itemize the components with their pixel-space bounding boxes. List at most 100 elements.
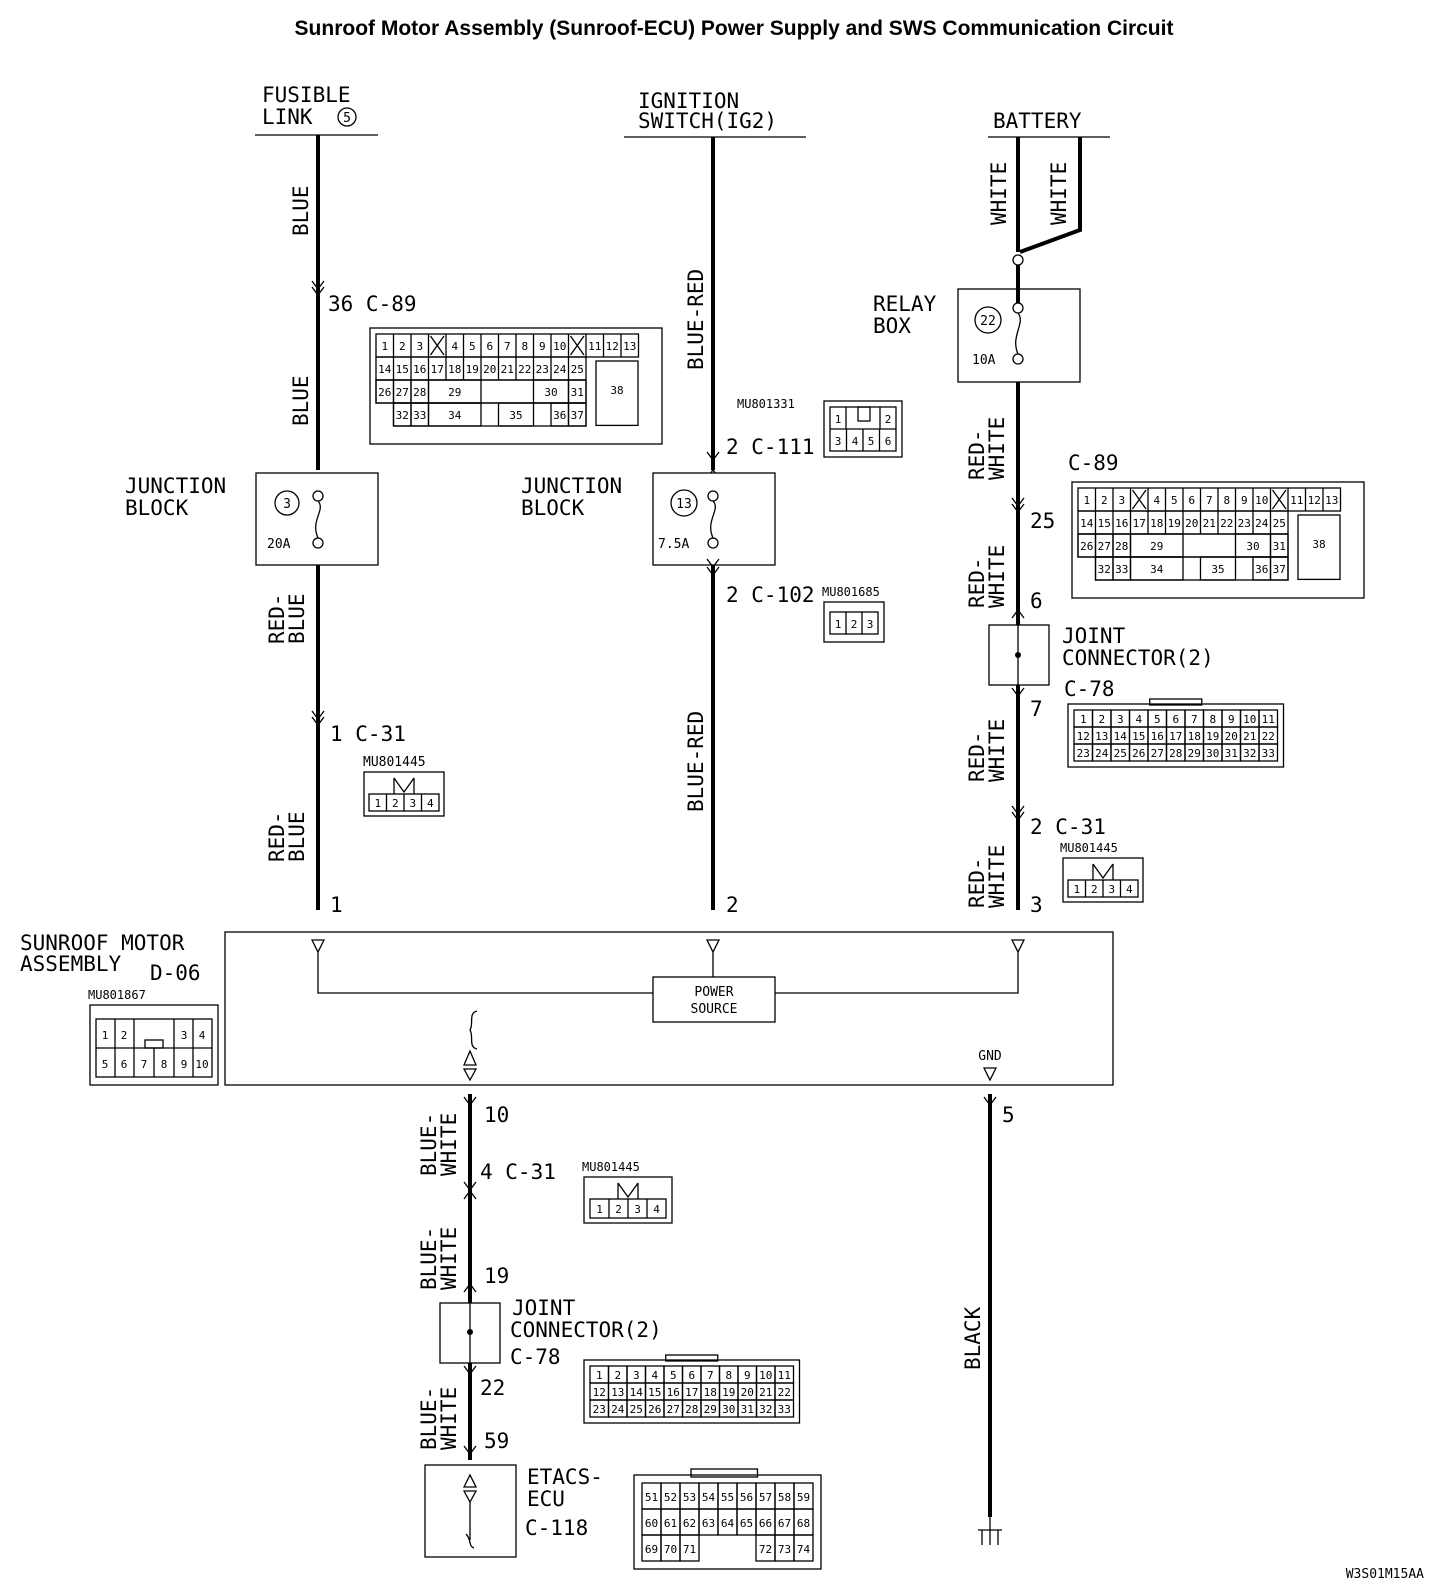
connector-pin-label: 58 — [778, 1491, 791, 1504]
wire-label-blue-white-1b: WHITE — [437, 1113, 461, 1176]
connector-pin-label: 15 — [396, 363, 409, 376]
connector-pin-label: 22 — [518, 363, 531, 376]
joint-connector-2-label: JOINT — [512, 1296, 576, 1320]
fuse-element — [315, 500, 321, 539]
connector-pin-label: 74 — [797, 1543, 811, 1556]
wire-label-red-white-3a: RED- — [965, 731, 989, 782]
svg-text:1: 1 — [374, 797, 381, 810]
joint-connector-2-label-2: CONNECTOR(2) — [510, 1318, 662, 1342]
connector-pin-label: 27 — [396, 386, 409, 399]
connector-pin-label: 31 — [1273, 540, 1286, 553]
connector-pin-label: 33 — [778, 1403, 791, 1416]
wire-label-blue-red-2: BLUE-RED — [684, 711, 708, 812]
connector-pin-label: 22 — [778, 1386, 791, 1399]
connector-pin-label: 61 — [664, 1517, 677, 1530]
svg-text:6: 6 — [121, 1058, 128, 1071]
connector-pin-label: 2 — [399, 340, 406, 353]
connector-pin-label: 54 — [702, 1491, 716, 1504]
connector-pin-label: 11 — [588, 340, 601, 353]
connector-pin-label: 13 — [1325, 494, 1338, 507]
connector-pin-label: 10 — [1243, 713, 1256, 726]
connector-pin-label: 19 — [1168, 517, 1181, 530]
svg-text:3: 3 — [867, 618, 874, 631]
connector-pin-label: 4 — [1153, 494, 1160, 507]
connector-pin-label: 71 — [683, 1543, 696, 1556]
part-number-mu801867: MU801867 — [88, 988, 146, 1002]
connector-pin-label: 29 — [1150, 540, 1163, 553]
svg-text:9: 9 — [181, 1058, 188, 1071]
connector-pin-label: 18 — [1150, 517, 1163, 530]
wire-label-blue-white-2b: WHITE — [437, 1227, 461, 1290]
connector-pin-label: 31 — [571, 386, 584, 399]
connector-c111: 1 2 3 4 5 6 — [823, 400, 903, 458]
connector-pin-label: 7 — [504, 340, 511, 353]
part-number-mu801445-a: MU801445 — [363, 755, 426, 770]
wire-label-blue-red-1: BLUE-RED — [684, 269, 708, 370]
connector-pin-label: 12 — [1308, 494, 1321, 507]
connector-pin-label: 20 — [741, 1386, 754, 1399]
connector-pin-label: 1 — [381, 340, 388, 353]
junction-block-1-rating: 20A — [267, 537, 291, 552]
svg-text:4: 4 — [852, 435, 859, 448]
connector-pin-label: 16 — [1115, 517, 1128, 530]
sunroof-motor-label-2: ASSEMBLY — [20, 952, 122, 976]
fuse-terminal — [707, 537, 719, 549]
connector-pin-label: 6 — [486, 340, 493, 353]
connector-pin-label: 30 — [722, 1403, 735, 1416]
connector-pin-label: 33 — [1115, 563, 1128, 576]
connector-pin-label: 31 — [1225, 747, 1238, 760]
ignition-switch-label: IGNITION — [638, 89, 739, 113]
connector-pin-label: 70 — [664, 1543, 677, 1556]
connector-pin-label: 17 — [431, 363, 444, 376]
svg-text:3: 3 — [181, 1029, 188, 1042]
connector-pin-label: 16 — [667, 1386, 680, 1399]
fuse-terminal — [312, 490, 324, 502]
pin-label-c89-36: 36 C-89 — [328, 292, 417, 316]
joint-connector-1-label-2: CONNECTOR(2) — [1062, 646, 1214, 670]
wire-label-red-white-2b: WHITE — [985, 545, 1009, 608]
connector-pin-label: 28 — [685, 1403, 698, 1416]
connector-pin-label: 25 — [1273, 517, 1286, 530]
svg-text:2: 2 — [885, 413, 892, 426]
connector-pin-label: 32 — [759, 1403, 772, 1416]
junction-block-2-label: JUNCTION — [521, 474, 622, 498]
comm-arrow-up — [463, 1049, 477, 1066]
joint-connector-1-label: JOINT — [1062, 624, 1126, 648]
junction-block-2-fuse-circle — [670, 489, 698, 517]
svg-text:2: 2 — [851, 618, 858, 631]
connector-pin-label: 32 — [1098, 563, 1111, 576]
connector-pin-label: 56 — [740, 1491, 753, 1504]
connector-pin-label: 36 — [1255, 563, 1268, 576]
connector-arrow-up — [1011, 608, 1025, 619]
joint-connector-2-conn: C-78 — [510, 1345, 561, 1369]
svg-text:6: 6 — [885, 435, 892, 448]
connector-pin-label: 17 — [685, 1386, 698, 1399]
connector-pin-label: 25 — [571, 363, 584, 376]
connector-pin-label: 28 — [413, 386, 426, 399]
connector-pin-label: 73 — [778, 1543, 791, 1556]
fuse-terminal — [1012, 353, 1024, 365]
connector-pin-label: 16 — [413, 363, 426, 376]
pin-label-c31-1: 1 C-31 — [330, 722, 406, 746]
comm-arrow-down — [462, 1068, 478, 1082]
connector-pin-label: 14 — [1114, 730, 1128, 743]
terminal-3-marker — [1010, 939, 1026, 954]
connector-pin-label: 51 — [645, 1491, 658, 1504]
connector-c31-c: 1 2 3 4 — [583, 1176, 673, 1224]
connector-pin-label: 9 — [1228, 713, 1235, 726]
connector-pin-label: 23 — [1077, 747, 1090, 760]
connector-pin-label: 15 — [1098, 517, 1111, 530]
connector-pin-label: 26 — [648, 1403, 661, 1416]
connector-pin-label: 35 — [1211, 563, 1224, 576]
connector-pin-label: 23 — [1238, 517, 1251, 530]
connector-pin-label: 24 — [553, 363, 567, 376]
connector-pin-label: 27 — [667, 1403, 680, 1416]
sunroof-motor-conn: D-06 — [150, 961, 201, 985]
connector-pin-label: 38 — [610, 384, 623, 397]
wire-label-blue-white-2a: BLUE- — [417, 1227, 441, 1290]
connector-pin-label: 7 — [1206, 494, 1213, 507]
connector-pin-label: 6 — [688, 1369, 695, 1382]
connector-pin-label: 17 — [1133, 517, 1146, 530]
connector-pin-label: 16 — [1151, 730, 1164, 743]
